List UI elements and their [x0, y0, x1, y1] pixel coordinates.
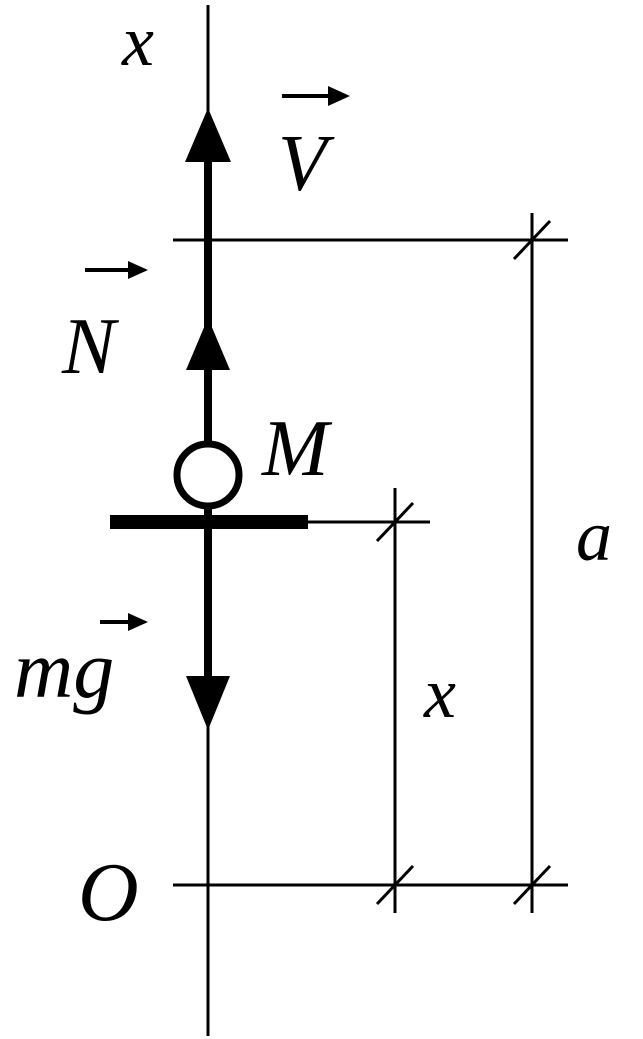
distance-x-label: x: [423, 653, 456, 733]
vector-arrow-v: [282, 86, 350, 106]
point-mass-label: M: [261, 405, 333, 493]
normal-arrowhead: [186, 318, 230, 370]
platform: [110, 515, 308, 529]
distance-a-label: a: [576, 496, 612, 576]
dimension-a-tick-bottom: [512, 864, 552, 906]
normal-force-label: N: [61, 303, 120, 391]
dimension-a-tick-top: [512, 219, 552, 261]
axis-label-x: x: [121, 1, 154, 81]
point-mass-circle: [173, 440, 243, 510]
dimension-x-tick-bottom: [375, 864, 415, 906]
vector-arrow-n: [85, 261, 148, 279]
gravity-arrowhead: [186, 676, 230, 730]
velocity-arrowhead: [185, 108, 231, 162]
dimension-x-tick-top: [375, 501, 415, 543]
velocity-label: V: [278, 120, 335, 208]
vector-arrow-mg: [100, 613, 148, 631]
gravity-force-label: mg: [14, 624, 114, 715]
origin-label: O: [78, 846, 139, 939]
